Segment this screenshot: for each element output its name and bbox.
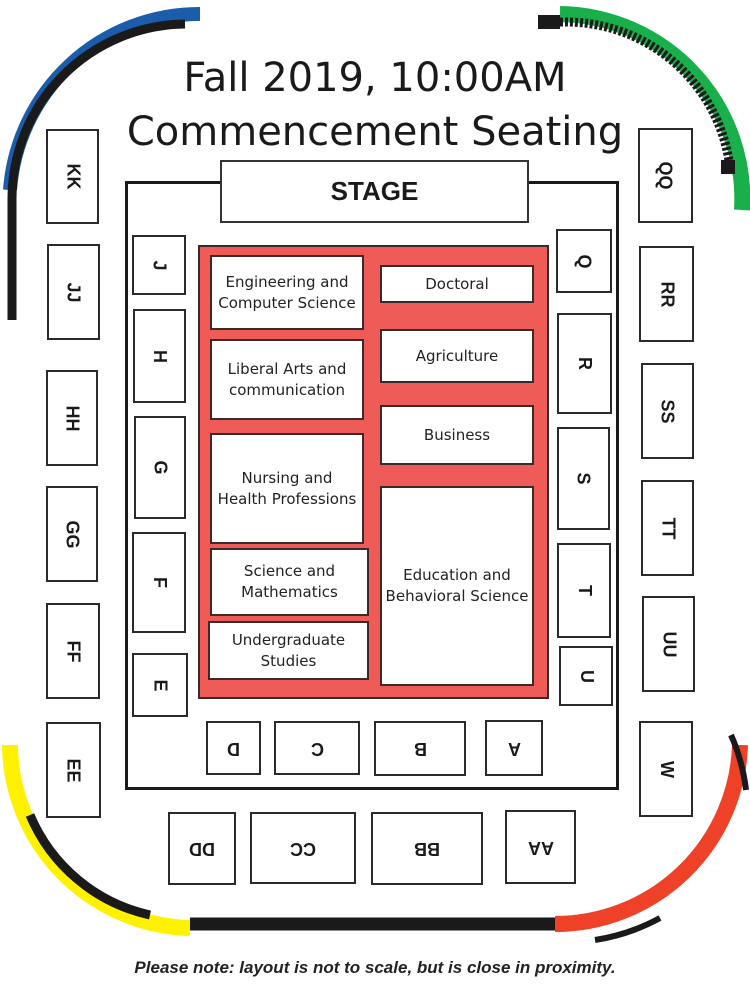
- title-line-1: Fall 2019, 10:00AM: [183, 55, 567, 101]
- section-EE[interactable]: EE: [46, 722, 101, 818]
- section-J[interactable]: J: [132, 235, 186, 295]
- section-AA[interactable]: AA: [505, 810, 576, 884]
- title-line-2: Commencement Seating: [126, 109, 624, 155]
- section-U[interactable]: U: [559, 646, 613, 706]
- footer-note: Please note: layout is not to scale, but…: [134, 958, 616, 977]
- section-D[interactable]: D: [206, 721, 261, 775]
- section-JJ[interactable]: JJ: [47, 244, 100, 340]
- section-S[interactable]: S: [557, 427, 610, 530]
- section-F[interactable]: F: [132, 532, 186, 633]
- section-CC[interactable]: CC: [250, 812, 356, 884]
- section-FF[interactable]: FF: [46, 603, 100, 699]
- section-Q[interactable]: Q: [556, 229, 612, 293]
- stage-label: STAGE: [330, 176, 419, 206]
- section-R[interactable]: R: [557, 313, 612, 414]
- section-QQ[interactable]: QQ: [638, 128, 693, 223]
- section-TT[interactable]: TT: [641, 480, 694, 576]
- college-agriculture[interactable]: Agriculture: [380, 329, 534, 383]
- section-SS[interactable]: SS: [641, 363, 694, 459]
- section-W[interactable]: W: [639, 721, 693, 817]
- college-business[interactable]: Business: [380, 405, 534, 465]
- section-GG[interactable]: GG: [46, 486, 98, 582]
- section-KK[interactable]: KK: [46, 129, 99, 224]
- section-G[interactable]: G: [134, 416, 186, 519]
- stage: STAGE: [220, 160, 529, 223]
- section-UU[interactable]: UU: [642, 596, 695, 692]
- section-DD[interactable]: DD: [168, 812, 236, 885]
- section-RR[interactable]: RR: [639, 246, 694, 342]
- college-doctoral[interactable]: Doctoral: [380, 265, 534, 303]
- section-C[interactable]: C: [274, 721, 360, 775]
- section-E[interactable]: E: [132, 653, 188, 717]
- section-A[interactable]: A: [485, 720, 543, 776]
- section-HH[interactable]: HH: [46, 370, 98, 466]
- section-T[interactable]: T: [557, 543, 611, 638]
- section-B[interactable]: B: [374, 721, 466, 776]
- section-BB[interactable]: BB: [371, 812, 483, 885]
- section-H[interactable]: H: [133, 309, 186, 403]
